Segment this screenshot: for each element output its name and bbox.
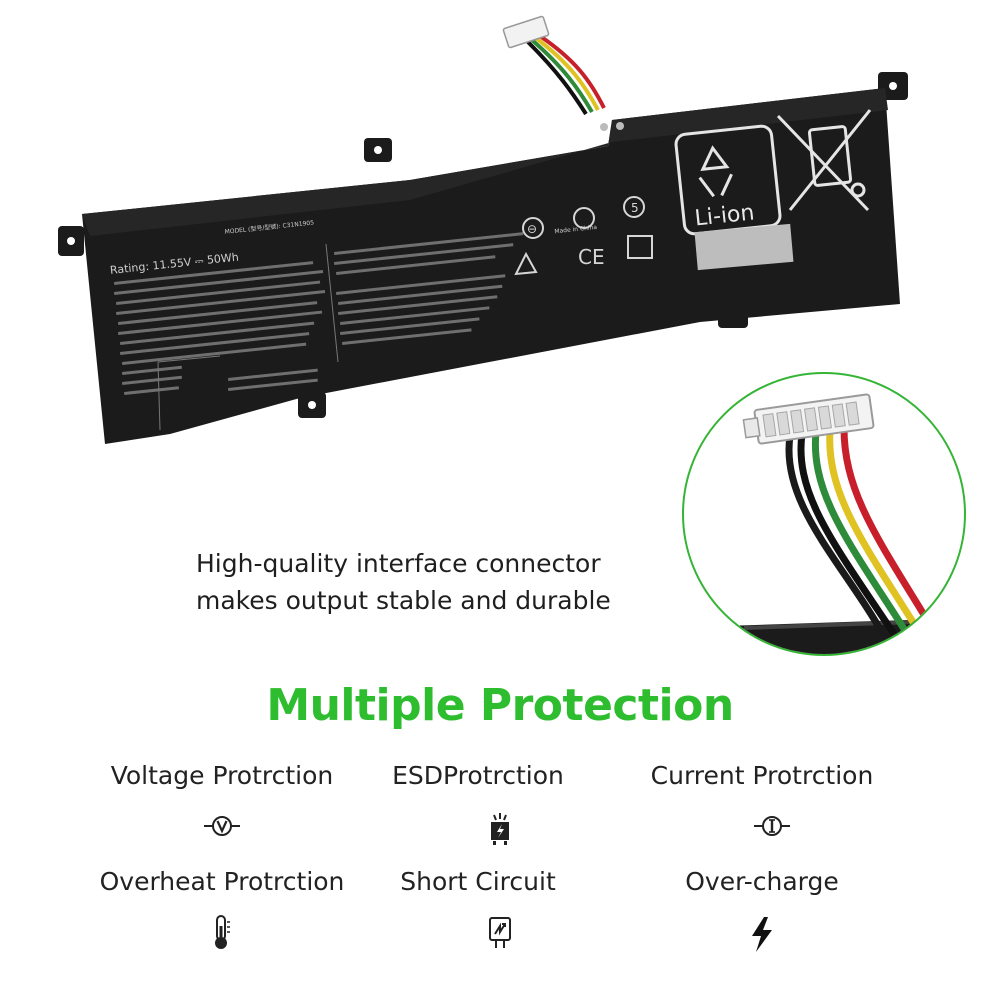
feature-label-voltage: Voltage Protrction (110, 761, 334, 790)
feature-label-overheat: Overheat Protrction (99, 867, 345, 896)
battery-fine-print (113, 232, 524, 395)
short-circuit-icon (480, 912, 520, 952)
battery-cable (526, 34, 606, 116)
lightning-icon (742, 914, 782, 954)
connector-zoom-circle (682, 372, 966, 656)
connector-closeup (724, 393, 964, 654)
caption-line-2: makes output stable and durable (196, 586, 611, 615)
battery-body (82, 88, 900, 444)
certification-marks (514, 196, 645, 276)
svg-text:⊖: ⊖ (527, 222, 537, 236)
feature-label-current: Current Protrction (650, 761, 874, 790)
battery-origin: Made in China (554, 224, 598, 235)
thermometer-icon (202, 912, 242, 952)
silver-sticker (694, 223, 794, 271)
section-headline: Multiple Protection (266, 680, 734, 731)
feature-label-short-circuit: Short Circuit (400, 867, 556, 896)
top-connector (502, 15, 550, 49)
current-icon (752, 806, 792, 846)
battery-image: Rating: 11.55V ⎓ 50Wh MODEL (型号/型號): C31… (58, 15, 908, 444)
svg-text:5: 5 (631, 201, 639, 215)
li-ion-text: Li-ion (693, 200, 755, 231)
feature-label-esd: ESDProtrction (392, 761, 564, 790)
feature-label-over-charge: Over-charge (685, 867, 839, 896)
crossed-bin-icon (776, 109, 872, 212)
ce-mark: CE (578, 245, 605, 269)
voltage-icon (202, 806, 242, 846)
caption-line-1: High-quality interface connector (196, 549, 601, 578)
recycle-icon (698, 145, 733, 198)
esd-icon (480, 808, 520, 848)
